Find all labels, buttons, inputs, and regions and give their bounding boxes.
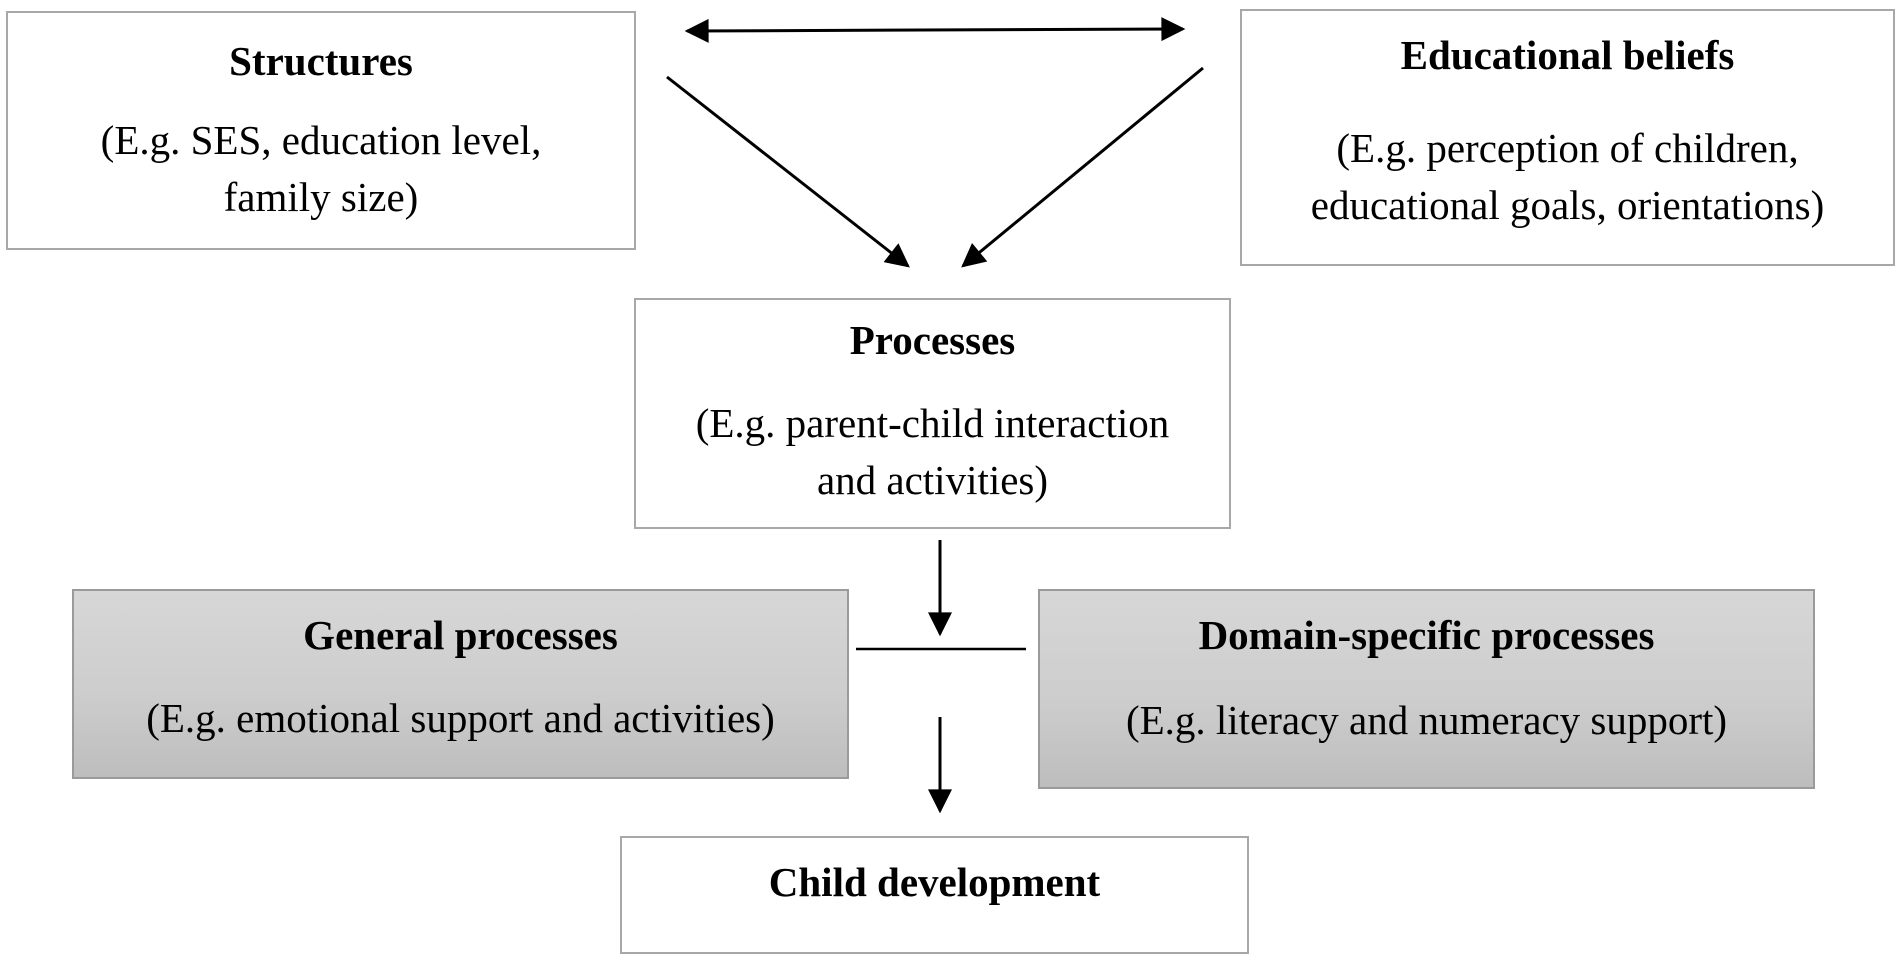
structures-box: Structures (E.g. SES, education level, f… (6, 11, 636, 250)
domain-specific-processes-box: Domain-specific processes (E.g. literacy… (1038, 589, 1815, 789)
processes-box: Processes (E.g. parent-child interaction… (634, 298, 1231, 529)
domain-specific-processes-examples: (E.g. literacy and numeracy support) (1125, 697, 1728, 744)
structures-title: Structures (229, 38, 413, 84)
processes-title: Processes (849, 317, 1016, 363)
bidirectional-arrow-structures-beliefs (684, 17, 1186, 43)
general-processes-examples: (E.g. emotional support and activities) (146, 695, 775, 742)
educational-beliefs-box: Educational beliefs (E.g. perception of … (1240, 9, 1895, 266)
arrow-structures-to-processes (666, 75, 910, 268)
processes-examples: (E.g. parent-child interaction and activ… (695, 400, 1170, 503)
general-processes-title: General processes (303, 612, 618, 658)
educational-beliefs-title: Educational beliefs (1400, 32, 1735, 78)
educational-beliefs-examples: (E.g. perception of children, educationa… (1310, 125, 1825, 228)
domain-specific-processes-title: Domain-specific processes (1198, 612, 1655, 658)
child-development-title: Child development (768, 859, 1101, 905)
structures-examples: (E.g. SES, education level, family size) (100, 117, 542, 220)
arrow-beliefs-to-processes (961, 66, 1204, 268)
child-development-box: Child development (620, 836, 1249, 954)
general-processes-box: General processes (E.g. emotional suppor… (72, 589, 849, 779)
